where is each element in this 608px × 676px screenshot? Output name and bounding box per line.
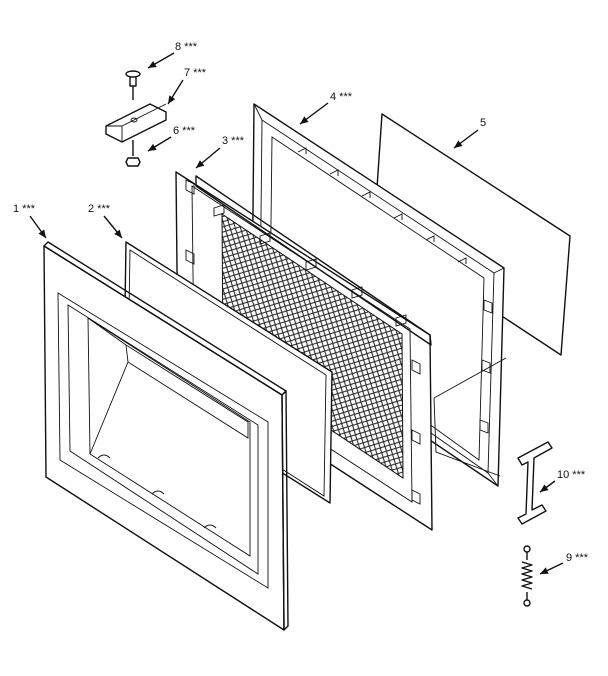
leader-arrowhead-2 bbox=[114, 229, 122, 238]
leader-arrowhead-5 bbox=[454, 140, 463, 148]
callout-label-2: 2 *** bbox=[88, 203, 111, 215]
leader-arrowhead-3 bbox=[196, 160, 205, 168]
callout-label-6: 6 *** bbox=[173, 125, 196, 137]
leader-arrowhead-9 bbox=[540, 567, 549, 574]
leader-arrowhead-6 bbox=[148, 143, 157, 151]
callout-label-1: 1 *** bbox=[13, 203, 36, 215]
callout-label-8: 8 *** bbox=[175, 41, 198, 53]
part-6-nut bbox=[125, 140, 141, 167]
part-10-latch-lever bbox=[517, 441, 553, 525]
callout-label-7: 7 *** bbox=[184, 67, 207, 79]
part-1-outer-door bbox=[43, 241, 289, 631]
part-9-spring bbox=[521, 545, 533, 607]
leader-arrowhead-8 bbox=[148, 60, 157, 68]
callout-label-10: 10 *** bbox=[557, 469, 586, 481]
part-4-door-frame bbox=[251, 103, 507, 487]
leader-arrowhead-4 bbox=[300, 116, 309, 124]
callout-label-5: 5 bbox=[480, 117, 486, 129]
part-8-screw bbox=[125, 70, 141, 100]
part-7-bracket bbox=[105, 103, 167, 143]
callout-label-3: 3 *** bbox=[222, 135, 245, 147]
leader-arrowhead-7 bbox=[168, 95, 176, 104]
callout-leaders bbox=[29, 52, 564, 575]
leader-arrowhead-1 bbox=[38, 229, 46, 238]
callout-label-4: 4 *** bbox=[330, 91, 353, 103]
callout-label-9: 9 *** bbox=[566, 552, 589, 564]
leader-arrowhead-10 bbox=[540, 484, 549, 492]
